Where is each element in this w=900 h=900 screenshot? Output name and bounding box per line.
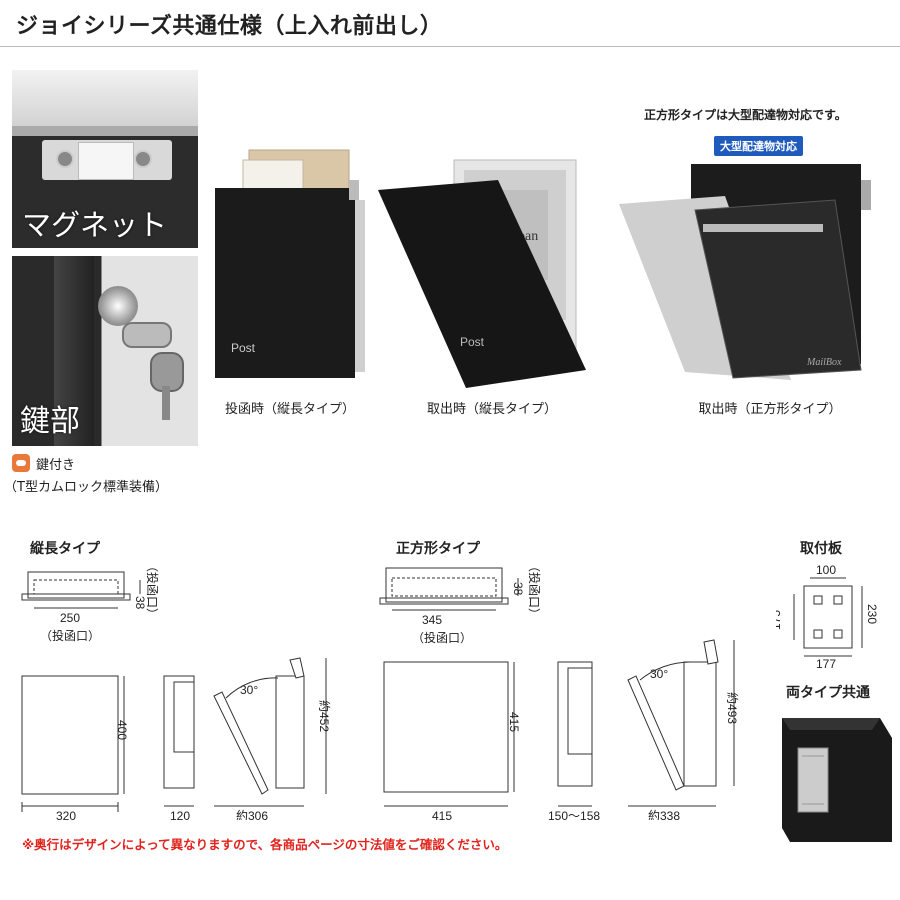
page-title: ジョイシリーズ共通仕様（上入れ前出し） [16,14,443,39]
footer-note: ※奥行はデザインによって異なりますので、各商品ページの寸法値をご確認ください。 [22,837,508,852]
vertical-insert-photo: Post [215,149,365,378]
svg-text:415: 415 [432,809,452,820]
svg-text:（投函口）: （投函口） [412,630,472,645]
square-type-title: 正方形タイプ [396,541,480,557]
square-retrieve-photo: MailBox [619,164,871,380]
title-divider [0,46,900,47]
key-feature-sub: （T型カムロック標準装備） [4,480,168,495]
common-plate-label: 両タイプ共通 [786,685,870,701]
vertical-type-title: 縦長タイプ [30,541,100,557]
vertical-type-drawings: 250 （投函口） 38 （投函口） 320 400 120 30° 約306 … [21,560,332,820]
common-plate-photo [782,718,892,842]
key-feature-icon [12,454,30,472]
svg-text:400: 400 [115,720,129,740]
svg-text:（投函口）: （投函口） [145,560,160,620]
svg-text:（投函口）: （投函口） [40,628,100,643]
svg-text:177: 177 [816,657,836,670]
svg-text:250: 250 [60,611,80,625]
square-type-drawings: 345 （投函口） 38 （投函口） 415 415 150～158 30° 約… [379,560,740,820]
magnet-photo: マグネット [12,70,198,248]
large-delivery-badge: 大型配達物対応 [714,136,803,156]
svg-text:約338: 約338 [648,808,680,820]
svg-text:150～158: 150～158 [548,809,600,820]
svg-text:38: 38 [511,582,525,596]
mailbox-text: MailBox [806,357,842,368]
post-text-2: Post [460,335,485,349]
svg-text:175: 175 [776,610,783,630]
vertical-retrieve-photo: pan Post [378,159,586,388]
square-note: 正方形タイプは大型配達物対応です。 [644,108,847,122]
post-text-1: Post [231,341,256,355]
svg-text:30°: 30° [650,667,668,681]
svg-text:38: 38 [133,596,147,610]
svg-text:30°: 30° [240,683,258,697]
svg-text:約493: 約493 [725,692,740,724]
svg-text:345: 345 [422,613,442,627]
svg-text:100: 100 [816,563,836,577]
svg-text:230: 230 [865,604,879,624]
key-photo: 鍵部 [12,256,198,446]
svg-text:（投函口）: （投函口） [527,560,542,620]
caption-retrieve-vertical: 取出時（縦長タイプ） [426,402,557,417]
key-label: 鍵部 [20,404,80,439]
plate-title: 取付板 [800,541,842,557]
mounting-plate-drawing: 100 175 230 177 [776,563,879,670]
svg-text:約452: 約452 [317,700,332,732]
key-feature-label: 鍵付き [36,458,76,473]
caption-retrieve-square: 取出時（正方形タイプ） [698,402,842,417]
svg-text:320: 320 [56,809,76,820]
svg-text:120: 120 [170,809,190,820]
svg-text:約306: 約306 [236,808,268,820]
caption-insert-vertical: 投函時（縦長タイプ） [224,402,355,417]
svg-text:415: 415 [507,712,521,732]
magnet-label: マグネット [22,208,168,242]
